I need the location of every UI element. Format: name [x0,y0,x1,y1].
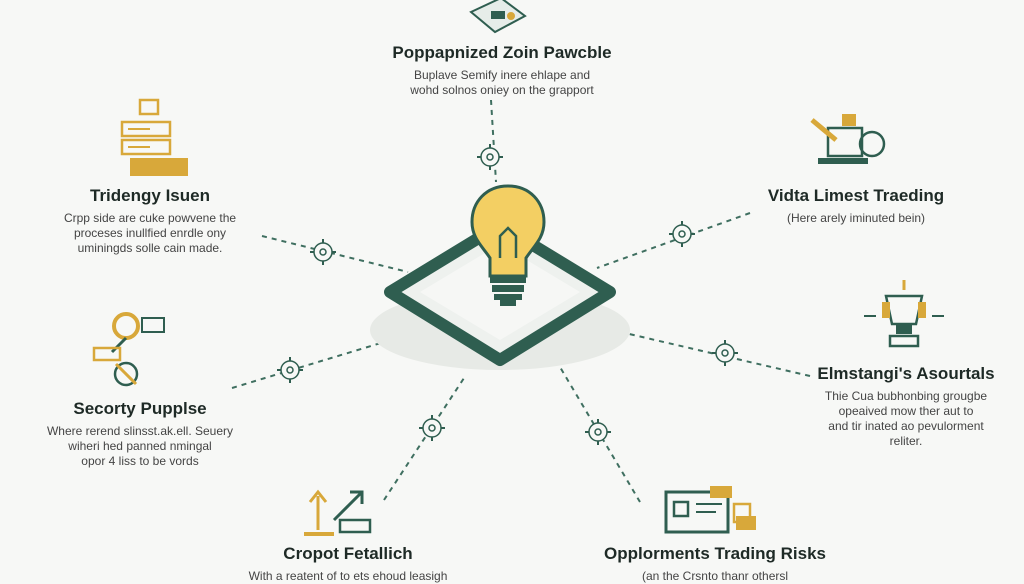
node-title: Opplorments Trading Risks [604,544,826,563]
node-title: Elmstangi's Asourtals [817,364,995,383]
node-description: Crpp side are cuke powvene the proceses … [63,211,237,255]
gear-icon [669,221,695,247]
trophy-icon [864,280,944,348]
connector-gear-icons [277,144,738,445]
gear-icon [477,144,503,170]
node-top-left: Tridengy Isuen Crpp side are cuke powven… [20,186,280,256]
gear-icon [712,340,738,366]
node-mid-right: Elmstangi's Asourtals Thie Cua bubhonbin… [790,364,1022,449]
node-description: With a reatent of to ets ehoud leasigh [248,569,448,583]
chart-arrow-icon [304,489,372,536]
node-description: (Here arely iminuted bein) [786,211,926,225]
node-description: Thie Cua bubhonbing grougbe opeaived mow… [824,389,988,448]
node-bottom-right: Opplorments Trading Risks (an the Crsnto… [570,544,860,584]
laptop-tools-icon [810,114,886,164]
connector-top [490,99,497,183]
gear-icon [585,419,611,445]
node-top-right: Vidta Limest Traeding (Here arely iminut… [736,186,976,226]
key-chain-icon [92,312,165,387]
server-stack-icon [120,98,188,176]
connector-top-right [596,212,751,269]
node-title: Tridengy Isuen [90,186,210,205]
node-mid-left: Secorty Pupplse Where rerend slinsst.ak.… [20,399,260,469]
node-bottom-left: Cropot Fetallich With a reatent of to et… [218,544,478,584]
connector-top-left [261,235,409,273]
connector-bottom-left [383,374,467,501]
lightbulb-icon [470,184,546,306]
node-title: Secorty Pupplse [73,399,207,418]
node-description: (an the Crsnto thanr othersl [641,569,789,583]
node-title: Cropot Fetallich [283,544,413,563]
node-top: Poppapnized Zoin Pawcble Buplave Semify … [352,43,652,98]
gear-icon [277,357,303,383]
gear-icon [419,415,445,441]
wallet-card-icon [664,486,756,534]
connector-mid-right [611,329,811,377]
node-description: Buplave Semify inere ehlape and wohd sol… [410,68,594,97]
node-description: Where rerend slinsst.ak.ell. Seuery wihe… [46,424,234,468]
node-title: Poppapnized Zoin Pawcble [392,43,612,62]
gear-icon [310,239,336,265]
node-title: Vidta Limest Traeding [767,186,945,205]
certificate-icon [469,0,527,34]
